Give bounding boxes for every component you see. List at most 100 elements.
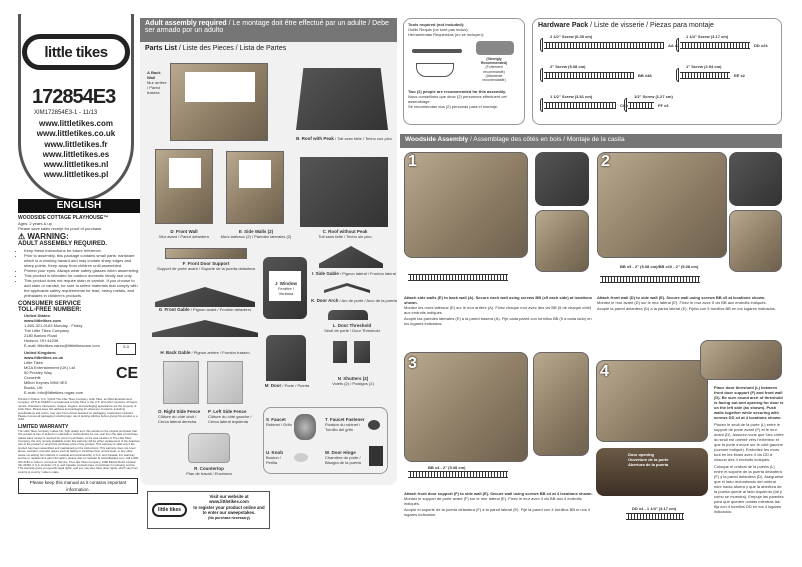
uk-title: United Kingdom: — [24, 350, 57, 355]
parts-list-title: Parts List / Liste des Pieces / Lista de… — [145, 45, 286, 52]
bb-screw-icon — [600, 276, 700, 283]
uk-website[interactable]: www.littletikes.co.uk — [24, 355, 64, 360]
screw-size-label: 1/2" Screw (1.27 cm) — [634, 94, 673, 99]
part-m-door — [266, 335, 306, 381]
warning-icon: ⚠ — [18, 232, 28, 241]
part-i-label: I. Side Gable / Pignon latéral / Frontón… — [312, 271, 396, 276]
adult-assembly-header: Adult assembly required / Le montage doi… — [140, 18, 397, 42]
part-n-shutter — [333, 341, 347, 363]
small-parts-box — [263, 407, 388, 474]
step-2-screw-label: BB x5 - 2" (5.08 cm)/BB x10 - 2" (5.08 c… — [620, 264, 699, 269]
part-d-front-wall — [155, 149, 213, 224]
screw-icon — [544, 42, 664, 49]
website-link[interactable]: www.littletikes.co.uk — [36, 129, 116, 139]
step-3-screw-label: BB x4 - 2" (5.08 cm) — [428, 465, 466, 470]
dd-screw-icon — [626, 513, 684, 520]
little-tikes-logo: little tikes — [22, 34, 130, 70]
legal-section: Printed in Poland. U.S. ©2013 The Little… — [18, 397, 140, 474]
step-2-drill-photo — [729, 210, 782, 272]
promo-link[interactable]: www.littletikes.com — [209, 499, 249, 505]
part-k-label: K. Door Arch / Arc de porte / Arco de la… — [311, 298, 397, 303]
step-4-threshold-photo — [700, 340, 782, 380]
us-company: The Little Tikes Company — [24, 328, 70, 333]
header-translation: / Le montage doit être effectué par un a… — [145, 20, 389, 34]
contact-list: United States: www.littletikes.com 1-800… — [18, 313, 112, 395]
step-3-text: Attach front door support (F) to side wa… — [404, 491, 593, 517]
website-link[interactable]: www.littletikes.com — [39, 119, 113, 128]
uk-line: Milton Keynes MK8 0ES — [24, 380, 68, 385]
hardware-title: Hardware Pack / Liste de visserie / Piez… — [538, 22, 714, 29]
screw-head-icon — [540, 98, 543, 112]
us-city: Hudson, OH 44236 — [24, 338, 59, 343]
logo-text: little tikes — [44, 43, 108, 61]
screw-code: CC x8 — [620, 103, 632, 108]
part-m-label: M. Door / Porte / Puerta — [264, 383, 310, 388]
model-number: 172854E3 — [32, 86, 116, 108]
screw-size-label: 1 1/2" Screw (3.81 cm) — [550, 94, 593, 99]
us-address: 2180 Barlow Road — [24, 333, 57, 338]
step-2-photo: 2 — [597, 152, 727, 258]
screw-icon — [544, 102, 616, 109]
step-2-detail-photo — [729, 152, 782, 206]
part-j-window — [263, 257, 307, 319]
uk-line: MGA Entertainment (UK) Ltd — [24, 365, 75, 370]
warning-item: Protect your eyes. Always wear safety gl… — [24, 268, 140, 273]
website-link[interactable]: www.littletikes.nl — [43, 160, 109, 170]
website-link[interactable]: www.littletikes.pl — [43, 170, 109, 180]
website-link[interactable]: www.littletikes.es — [42, 149, 110, 159]
warning-title: ⚠ WARNING: — [18, 232, 140, 241]
website-list: www.littletikes.com www.littletikes.co.u… — [26, 119, 126, 181]
uk-line: Little Tikes — [24, 360, 43, 365]
screw-icon — [628, 102, 654, 109]
ages: Ages: 2 years & up — [18, 221, 52, 226]
us-email[interactable]: E-mail: littletikes.careo@littletikescar… — [24, 343, 100, 348]
part-p-left-fence — [207, 361, 243, 404]
tools-required-box: Tools required (not included): Outils Re… — [403, 18, 525, 125]
screw-icon — [680, 72, 730, 79]
receipt-note: Please save sales receipt for proof of p… — [18, 226, 103, 231]
screw-head-icon — [540, 38, 543, 52]
step-4-screw-label: DD x4 - 1 1/4" (3.17 cm) — [632, 506, 677, 511]
age-warning-icon: 0-3 — [116, 343, 136, 355]
website-link[interactable]: www.littletikes.fr — [44, 139, 108, 149]
title-translation: / Liste des Pieces / Lista de Partes — [176, 45, 287, 52]
step-1-detail-photo — [535, 152, 589, 206]
part-n-label: N. Shutters (2)Volets (2) / Postigos (2) — [332, 376, 374, 386]
part-a-back-wall — [170, 63, 268, 141]
warning-item: This product is intended for outdoor dom… — [24, 273, 140, 278]
us-website[interactable]: www.littletikes.com — [24, 318, 61, 323]
screw-head-icon — [676, 68, 679, 82]
part-e-side-walls — [226, 151, 284, 224]
part-c-roof-without-peak — [300, 157, 388, 227]
knob-image — [294, 453, 308, 462]
warning-item: Keep these instructions for future refer… — [24, 248, 140, 253]
warranty-title: LIMITED WARRANTY — [18, 423, 69, 430]
part-b-label: B. Roof with Peak / Toit avec faîte / Te… — [296, 136, 392, 141]
uk-email[interactable]: E-mail: info@littletikes.mgae.com — [24, 390, 84, 395]
promo-line: Visit our website at — [209, 494, 249, 499]
warning-item: This product does not require stain or v… — [24, 278, 140, 298]
screw-size-label: 1 1/4" Screw (3.17 cm) — [686, 34, 729, 39]
people-note-es: Se recomiendan dos (2) personas para el … — [408, 104, 499, 109]
step-4-photo: 4 — [596, 360, 708, 442]
part-f-front-door-support — [165, 248, 247, 259]
part-l-door-threshold — [328, 310, 368, 320]
safety-glasses-icon — [416, 63, 454, 77]
screwdriver-icon — [412, 49, 462, 53]
part-b-roof-with-peak — [296, 68, 388, 130]
step-1-drill-photo — [535, 210, 589, 272]
step-1-text: Attach side walls (E) to back wall (A). … — [404, 295, 593, 326]
english-section: WOODSIDE COTTAGE PLAYHOUSE™ Ages: 2 year… — [18, 215, 140, 395]
part-g-label: G. Front Gable / Pignon avant / Frontón … — [158, 307, 252, 312]
part-o-right-fence — [163, 361, 199, 404]
screw-size-label: 1" Screw (2.54 cm) — [686, 64, 722, 69]
left-column-flow: WOODSIDE COTTAGE PLAYHOUSE™ Ages: 2 year… — [18, 215, 140, 495]
